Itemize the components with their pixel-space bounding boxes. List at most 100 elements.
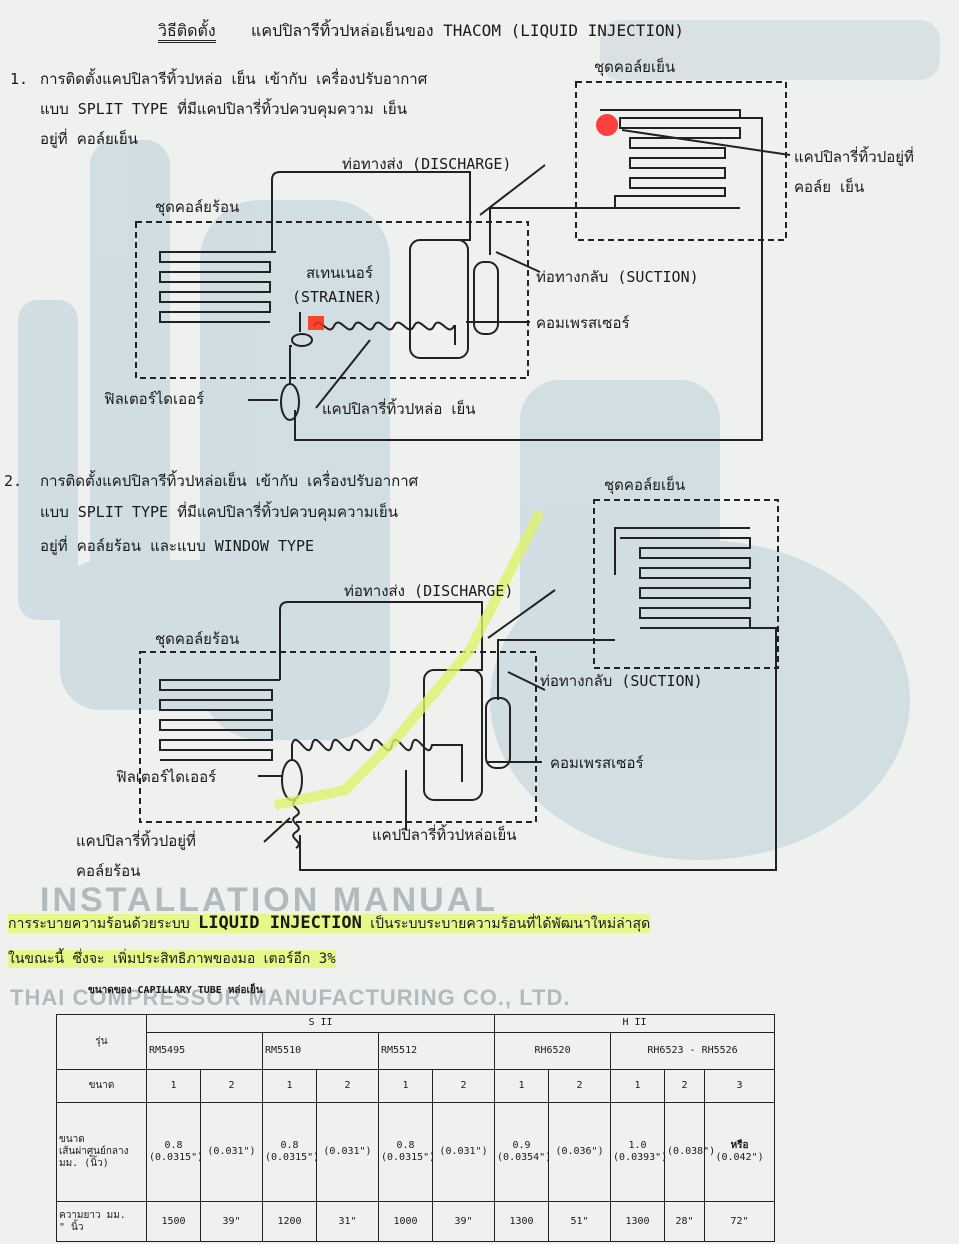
d2-arrow-suction — [507, 671, 546, 691]
d2-capillary-coil — [291, 738, 463, 782]
table-length-cell: 1200 — [262, 1201, 317, 1242]
d1-label-cold-coil: ชุดคอล์ยเย็น — [594, 58, 676, 76]
d1-cold-coil-box — [575, 81, 787, 241]
d2-cold-coil-box — [593, 499, 779, 669]
d1-filter-link — [289, 345, 292, 384]
table-model-1: RM5495 — [146, 1031, 263, 1071]
d2-label-hot-coil: ชุดคอล์ยร้อน — [155, 630, 240, 648]
d2-discharge-line — [279, 601, 483, 680]
d1-filter-dryer — [280, 383, 300, 421]
table-or-label: หรือ — [730, 1140, 749, 1152]
table-size-cell: 2 — [664, 1069, 706, 1104]
d1-label-compressor: คอมเพรสเซอร์ — [536, 314, 630, 332]
d1-discharge-line — [271, 171, 471, 252]
d2-label-capillary-cooling: แคปปิลารี่ทิ้วปหล่อเย็น — [372, 826, 517, 844]
d1-arrow-capillary — [315, 339, 371, 409]
section1-line1: การติดตั้งแคปปิลารีทิ้วปหล่อ เย็น เข้ากั… — [40, 70, 428, 88]
diagram-2 — [139, 499, 779, 871]
d2-highlight-stroke — [273, 509, 545, 810]
table-model-4: RH6520 — [494, 1031, 612, 1071]
title-prefix: วิธีติดตั้ง — [158, 21, 216, 43]
d2-liquid-line — [299, 627, 777, 871]
table-length-label: ความยาว มม. " นิ้ว — [56, 1201, 147, 1242]
title-rest: แคปปิลารีทิ้วปหล่อเย็นของ THACOM (LIQUID… — [251, 21, 684, 40]
table-size-cell: 1 — [494, 1069, 550, 1104]
table-length-cell: 39" — [200, 1201, 263, 1242]
table-diameter-cell: (0.036") — [548, 1102, 612, 1203]
table-diameter-cell: 0.8(0.0315") — [378, 1102, 435, 1203]
footer-line1-a: การระบายความร้อนด้วยระบบ — [8, 916, 190, 932]
table-model-5: RH6523 - RH5526 — [610, 1031, 776, 1071]
table-length-cell: 31" — [316, 1201, 379, 1242]
footer-line1-c: เป็นระบบระบายความร้อนที่ได้พัฒนาใหม่ล่าส… — [370, 916, 651, 932]
table-size-cell: 1 — [610, 1069, 666, 1104]
table-size-label: ขนาด — [56, 1069, 147, 1104]
table-length-cell: 72" — [704, 1201, 776, 1242]
d2-hot-coil — [159, 679, 280, 761]
table-diameter-cell: หรือ(0.042") — [704, 1102, 776, 1203]
d1-label-discharge: ท่อทางส่ง (DISCHARGE) — [342, 155, 512, 173]
d1-liquid-line — [294, 117, 763, 441]
d1-label-capillary-cooling: แคปปิลารี่ทิ้วปหล่อ เย็น — [322, 400, 476, 418]
d1-label-capillary-cold-b: คอล์ย เย็น — [794, 178, 865, 196]
table-diameter-cell: (0.031") — [316, 1102, 379, 1203]
table-diameter-cell: 0.8(0.0315") — [262, 1102, 319, 1203]
d2-arrow-discharge — [487, 589, 556, 639]
table-diameter-cell: (0.031") — [431, 1102, 496, 1203]
d1-arrow-suction — [495, 251, 541, 273]
footer-line2: ในขณะนี้ ซึ่งจะ เพิ่มประสิทธิภาพของมอ เต… — [8, 950, 336, 968]
table-length-cell: 1500 — [146, 1201, 201, 1242]
page-title: วิธีติดตั้ง แคปปิลารีทิ้วปหล่อเย็นของ TH… — [158, 21, 684, 43]
capillary-size-table: รุ่น S II H II RM5495 RM5510 RM5512 RH65… — [56, 1013, 776, 1242]
watermark-manual-text: INSTALLATION MANUAL — [40, 881, 499, 919]
table-size-cell: 1 — [262, 1069, 317, 1104]
d2-filter-dryer — [281, 759, 303, 801]
table-diameter-cell: 1.0(0.0393") — [610, 1102, 667, 1203]
d1-red-marker-strainer — [308, 316, 324, 330]
watermark-company-text: THAI COMPRESSOR MANUFACTURING CO., LTD. — [10, 985, 571, 1010]
table-caption: ขนาดของ CAPILLARY TUBE หล่อเย็น — [88, 985, 263, 996]
d2-label-capillary-hot-b: คอล์ยร้อน — [76, 862, 141, 880]
d1-red-marker-cold — [596, 114, 618, 136]
d1-label-hot-coil: ชุดคอล์ยร้อน — [155, 198, 240, 216]
table-length-cell: 1300 — [494, 1201, 550, 1242]
section2-number: 2. — [4, 472, 23, 490]
table-group1: S II — [145, 1014, 496, 1033]
table-size-cell: 1 — [378, 1069, 433, 1104]
d2-cold-coil — [614, 527, 751, 629]
section2-line1: การติดตั้งแคปปิลารีทิ้วปหล่อเย็น เข้ากับ… — [40, 472, 419, 490]
d2-hot-capillary — [292, 799, 300, 849]
d2-suction-line — [497, 639, 615, 700]
table-size-cell: 1 — [146, 1069, 201, 1104]
d1-strainer — [291, 333, 313, 347]
d1-arrow-capillary-cold — [621, 129, 791, 156]
table-size-cell: 3 — [704, 1069, 776, 1104]
d1-label-strainer-th: สเทนเนอร์ — [306, 264, 373, 282]
section1-line3: อยู่ที่ คอล์ยเย็น — [40, 130, 138, 148]
section2-line2: แบบ SPLIT TYPE ที่มีแคปปิลารี่ทิ้วปควบคุ… — [40, 503, 398, 521]
d2-label-compressor: คอมเพรสเซอร์ — [550, 754, 644, 772]
d2-label-filter-dryer: ฟิลเตอร์ไดเออร์ — [116, 768, 217, 786]
table-size-cell: 2 — [548, 1069, 612, 1104]
table-length-cell: 1300 — [610, 1201, 666, 1242]
section2-line3: อยู่ที่ คอล์ยร้อน และแบบ WINDOW TYPE — [40, 537, 315, 555]
d2-label-cold-coil: ชุดคอล์ยเย็น — [604, 476, 686, 494]
section1-line2: แบบ SPLIT TYPE ที่มีแคปปิลารี่ทิ้วปควบคุ… — [40, 100, 407, 118]
table-model-2: RM5510 — [262, 1031, 379, 1071]
d1-label-filter-dryer: ฟิลเตอร์ไดเออร์ — [104, 390, 205, 408]
table-size-cell: 2 — [200, 1069, 263, 1104]
table-length-cell: 39" — [431, 1201, 496, 1242]
footer-line1-b: LIQUID INJECTION — [198, 913, 362, 933]
table-diameter-cell: (0.031") — [200, 1102, 263, 1203]
table-model-3: RM5512 — [377, 1031, 496, 1071]
d2-label-capillary-hot-a: แคปปิลารี่ทิ้วปอยู่ที่ — [76, 832, 196, 850]
d1-label-suction: ท่อทางกลับ (SUCTION) — [536, 268, 699, 286]
d1-hot-coil-box — [135, 221, 529, 379]
table-diameter-cell: 0.9(0.0354") — [494, 1102, 551, 1203]
d2-label-discharge: ท่อทางส่ง (DISCHARGE) — [344, 582, 514, 600]
d2-accumulator — [485, 697, 511, 769]
d1-cold-coil — [600, 109, 741, 209]
table-size-cell: 2 — [431, 1069, 496, 1104]
